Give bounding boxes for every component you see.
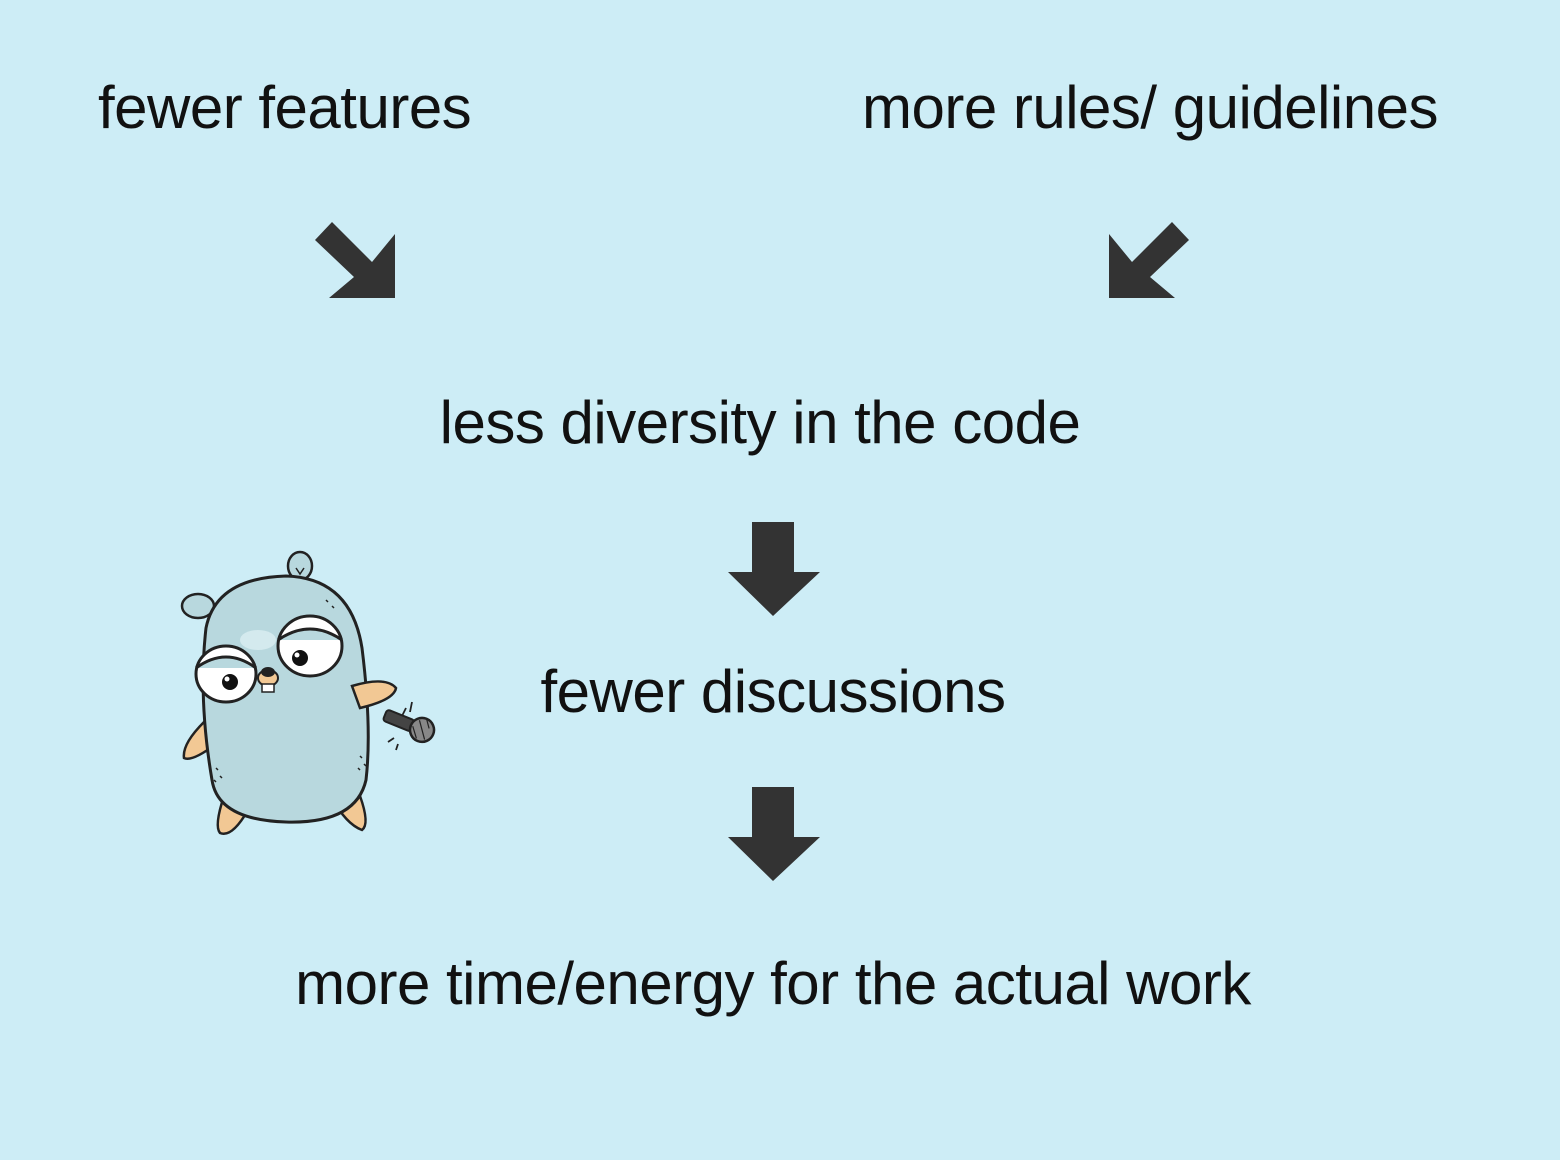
source-fewer-features: fewer features (98, 74, 472, 141)
step-more-time-energy: more time/energy for the actual work (295, 950, 1251, 1017)
arrow-down-icon (728, 787, 820, 881)
gopher-with-microphone-icon (180, 550, 436, 835)
arrow-down-icon (728, 522, 820, 616)
step-fewer-discussions: fewer discussions (540, 658, 1006, 725)
arrow-down-left-icon (1109, 222, 1189, 298)
arrow-down-right-icon (315, 222, 395, 298)
step-less-diversity: less diversity in the code (439, 389, 1081, 456)
source-more-rules-guidelines: more rules/ guidelines (862, 74, 1438, 141)
